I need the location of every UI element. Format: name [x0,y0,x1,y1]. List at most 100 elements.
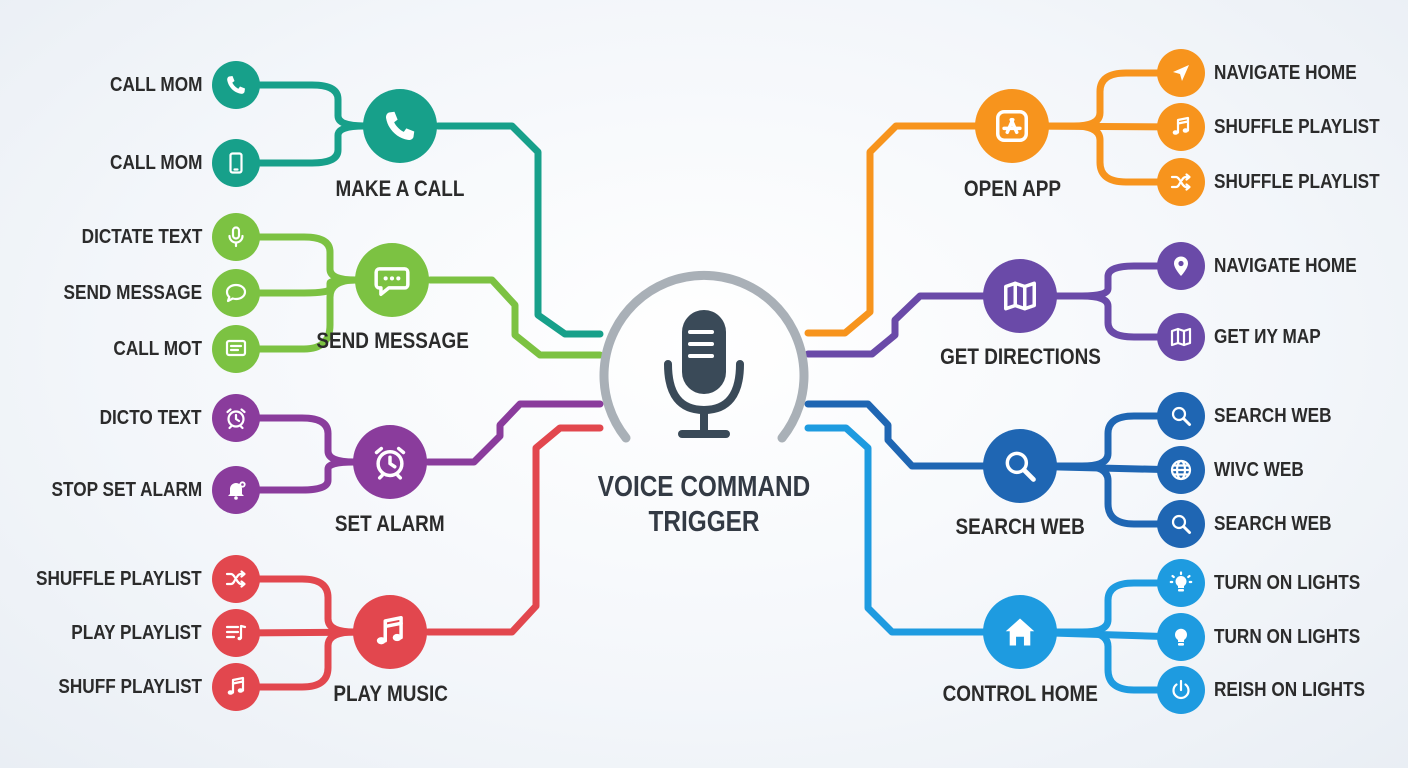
playlist-icon [224,621,248,645]
app-store-icon [993,107,1031,145]
microphone-icon [664,310,744,438]
control-home-leaf-3[interactable] [1157,666,1205,714]
make-a-call-trunk-line [434,122,604,338]
play-music-label: PLAY MUSIC [332,681,448,706]
magnifier-icon [1001,447,1039,485]
search-web-leaf-1-label: SEARCH WEB [1214,405,1332,427]
search-web-leaf-line-3 [1016,462,1185,528]
open-app-leaf-line-3 [1008,122,1185,186]
send-message-node[interactable] [355,243,429,317]
open-app-node[interactable] [975,89,1049,163]
message-icon [224,337,248,361]
control-home-trunk-line [804,424,987,636]
hub-title-line2: TRIGGER [648,506,760,538]
chat-bubble-icon [373,261,411,299]
get-directions-leaf-2-label: GET ИY MAP [1214,326,1321,348]
play-music-leaf-1-label: SHUFFLE PLAYLIST [35,568,202,590]
send-message-leaf-2[interactable] [212,269,260,317]
play-music-leaf-1[interactable] [212,555,260,603]
send-message-leaf-1-label: DICTATE TEXT [81,226,203,248]
make-a-call-label: MAKE A CALL [335,176,465,201]
phone-icon [381,107,419,145]
shuffle-icon [224,567,248,591]
set-alarm-leaf-2[interactable] [212,466,260,514]
hub-title: VOICE COMMAND TRIGGER [595,470,813,540]
make-a-call-leaf-line-2 [232,122,404,167]
speech-bubble-icon [224,281,248,305]
open-app-label: OPEN APP [963,176,1061,201]
control-home-leaf-1[interactable] [1157,559,1205,607]
phone-icon [224,73,248,97]
lightbulb-glow-icon [1169,571,1193,595]
alarm-clock-icon [371,443,409,481]
make-a-call-leaf-2-label: CALL MOM [110,152,203,174]
open-app-leaf-1[interactable] [1157,49,1205,97]
open-app-leaf-1-label: NAVIGATE HOME [1214,62,1357,84]
set-alarm-leaf-line-2 [232,458,394,494]
play-music-trunk-line [424,424,604,636]
open-app-leaf-2-label: SHUFFLE PLAYLIST [1214,116,1380,138]
control-home-leaf-3-label: REISH ON LIGHTS [1214,679,1365,701]
make-a-call-node[interactable] [363,89,437,163]
house-icon [1001,613,1039,651]
control-home-leaf-1-label: TURN ON LIGHTS [1214,572,1361,594]
get-directions-trunk-line [804,292,987,358]
bell-icon [224,478,248,502]
music-note-icon [371,613,409,651]
hub-title-line1: VOICE COMMAND [597,471,811,503]
send-message-leaf-3[interactable] [212,325,260,373]
lightbulb-icon [1169,625,1193,649]
set-alarm-leaf-1[interactable] [212,394,260,442]
get-directions-node[interactable] [983,259,1057,333]
get-directions-label: GET DIRECTIONS [939,344,1101,369]
smartphone-icon [224,151,248,175]
get-directions-leaf-1[interactable] [1157,242,1205,290]
search-web-leaf-3[interactable] [1157,500,1205,548]
set-alarm-label: SET ALARM [334,511,445,536]
search-web-leaf-1[interactable] [1157,392,1205,440]
search-web-leaf-2[interactable] [1157,446,1205,494]
shuffle-icon [1169,170,1193,194]
set-alarm-trunk-line [424,400,604,466]
get-directions-leaf-2[interactable] [1157,313,1205,361]
send-message-leaf-2-label: SEND MESSAGE [63,282,203,304]
send-message-leaf-3-label: CALL MOT [113,338,202,360]
hub-ring [599,270,809,443]
set-alarm-leaf-1-label: DICTO TEXT [99,407,202,429]
search-web-node[interactable] [983,429,1057,503]
play-music-leaf-3-label: SHUFF PLAYLIST [58,676,203,698]
control-home-leaf-2[interactable] [1157,613,1205,661]
set-alarm-leaf-2-label: STOP SET ALARM [51,479,203,501]
control-home-node[interactable] [983,595,1057,669]
send-message-label: SEND MESSAGE [315,328,469,353]
make-a-call-leaf-1[interactable] [212,61,260,109]
send-message-trunk-line [426,276,604,359]
make-a-call-leaf-2[interactable] [212,139,260,187]
search-web-label: SEARCH WEB [955,514,1085,539]
play-music-node[interactable] [353,595,427,669]
open-app-leaf-3[interactable] [1157,158,1205,206]
send-message-leaf-line-3 [232,276,396,353]
play-music-leaf-3[interactable] [212,663,260,711]
play-music-leaf-2-label: PLAY PLAYLIST [71,622,202,644]
play-music-leaf-line-3 [232,628,394,691]
open-app-trunk-line [804,122,979,337]
music-note-icon [224,675,248,699]
navigation-arrow-icon [1169,61,1193,85]
search-web-leaf-3-label: SEARCH WEB [1214,513,1332,535]
set-alarm-node[interactable] [353,425,427,499]
open-app-leaf-2[interactable] [1157,103,1205,151]
search-web-trunk-line [804,400,987,470]
send-message-leaf-1[interactable] [212,213,260,261]
globe-icon [1169,458,1193,482]
control-home-label: CONTROL HOME [942,681,1098,706]
search-web-leaf-2-label: WIVC WEB [1214,459,1304,481]
power-icon [1169,678,1193,702]
alarm-clock-icon [224,406,248,430]
control-home-leaf-line-3 [1016,628,1185,694]
map-icon [1169,325,1193,349]
get-directions-leaf-line-2 [1016,292,1185,341]
play-music-leaf-2[interactable] [212,609,260,657]
